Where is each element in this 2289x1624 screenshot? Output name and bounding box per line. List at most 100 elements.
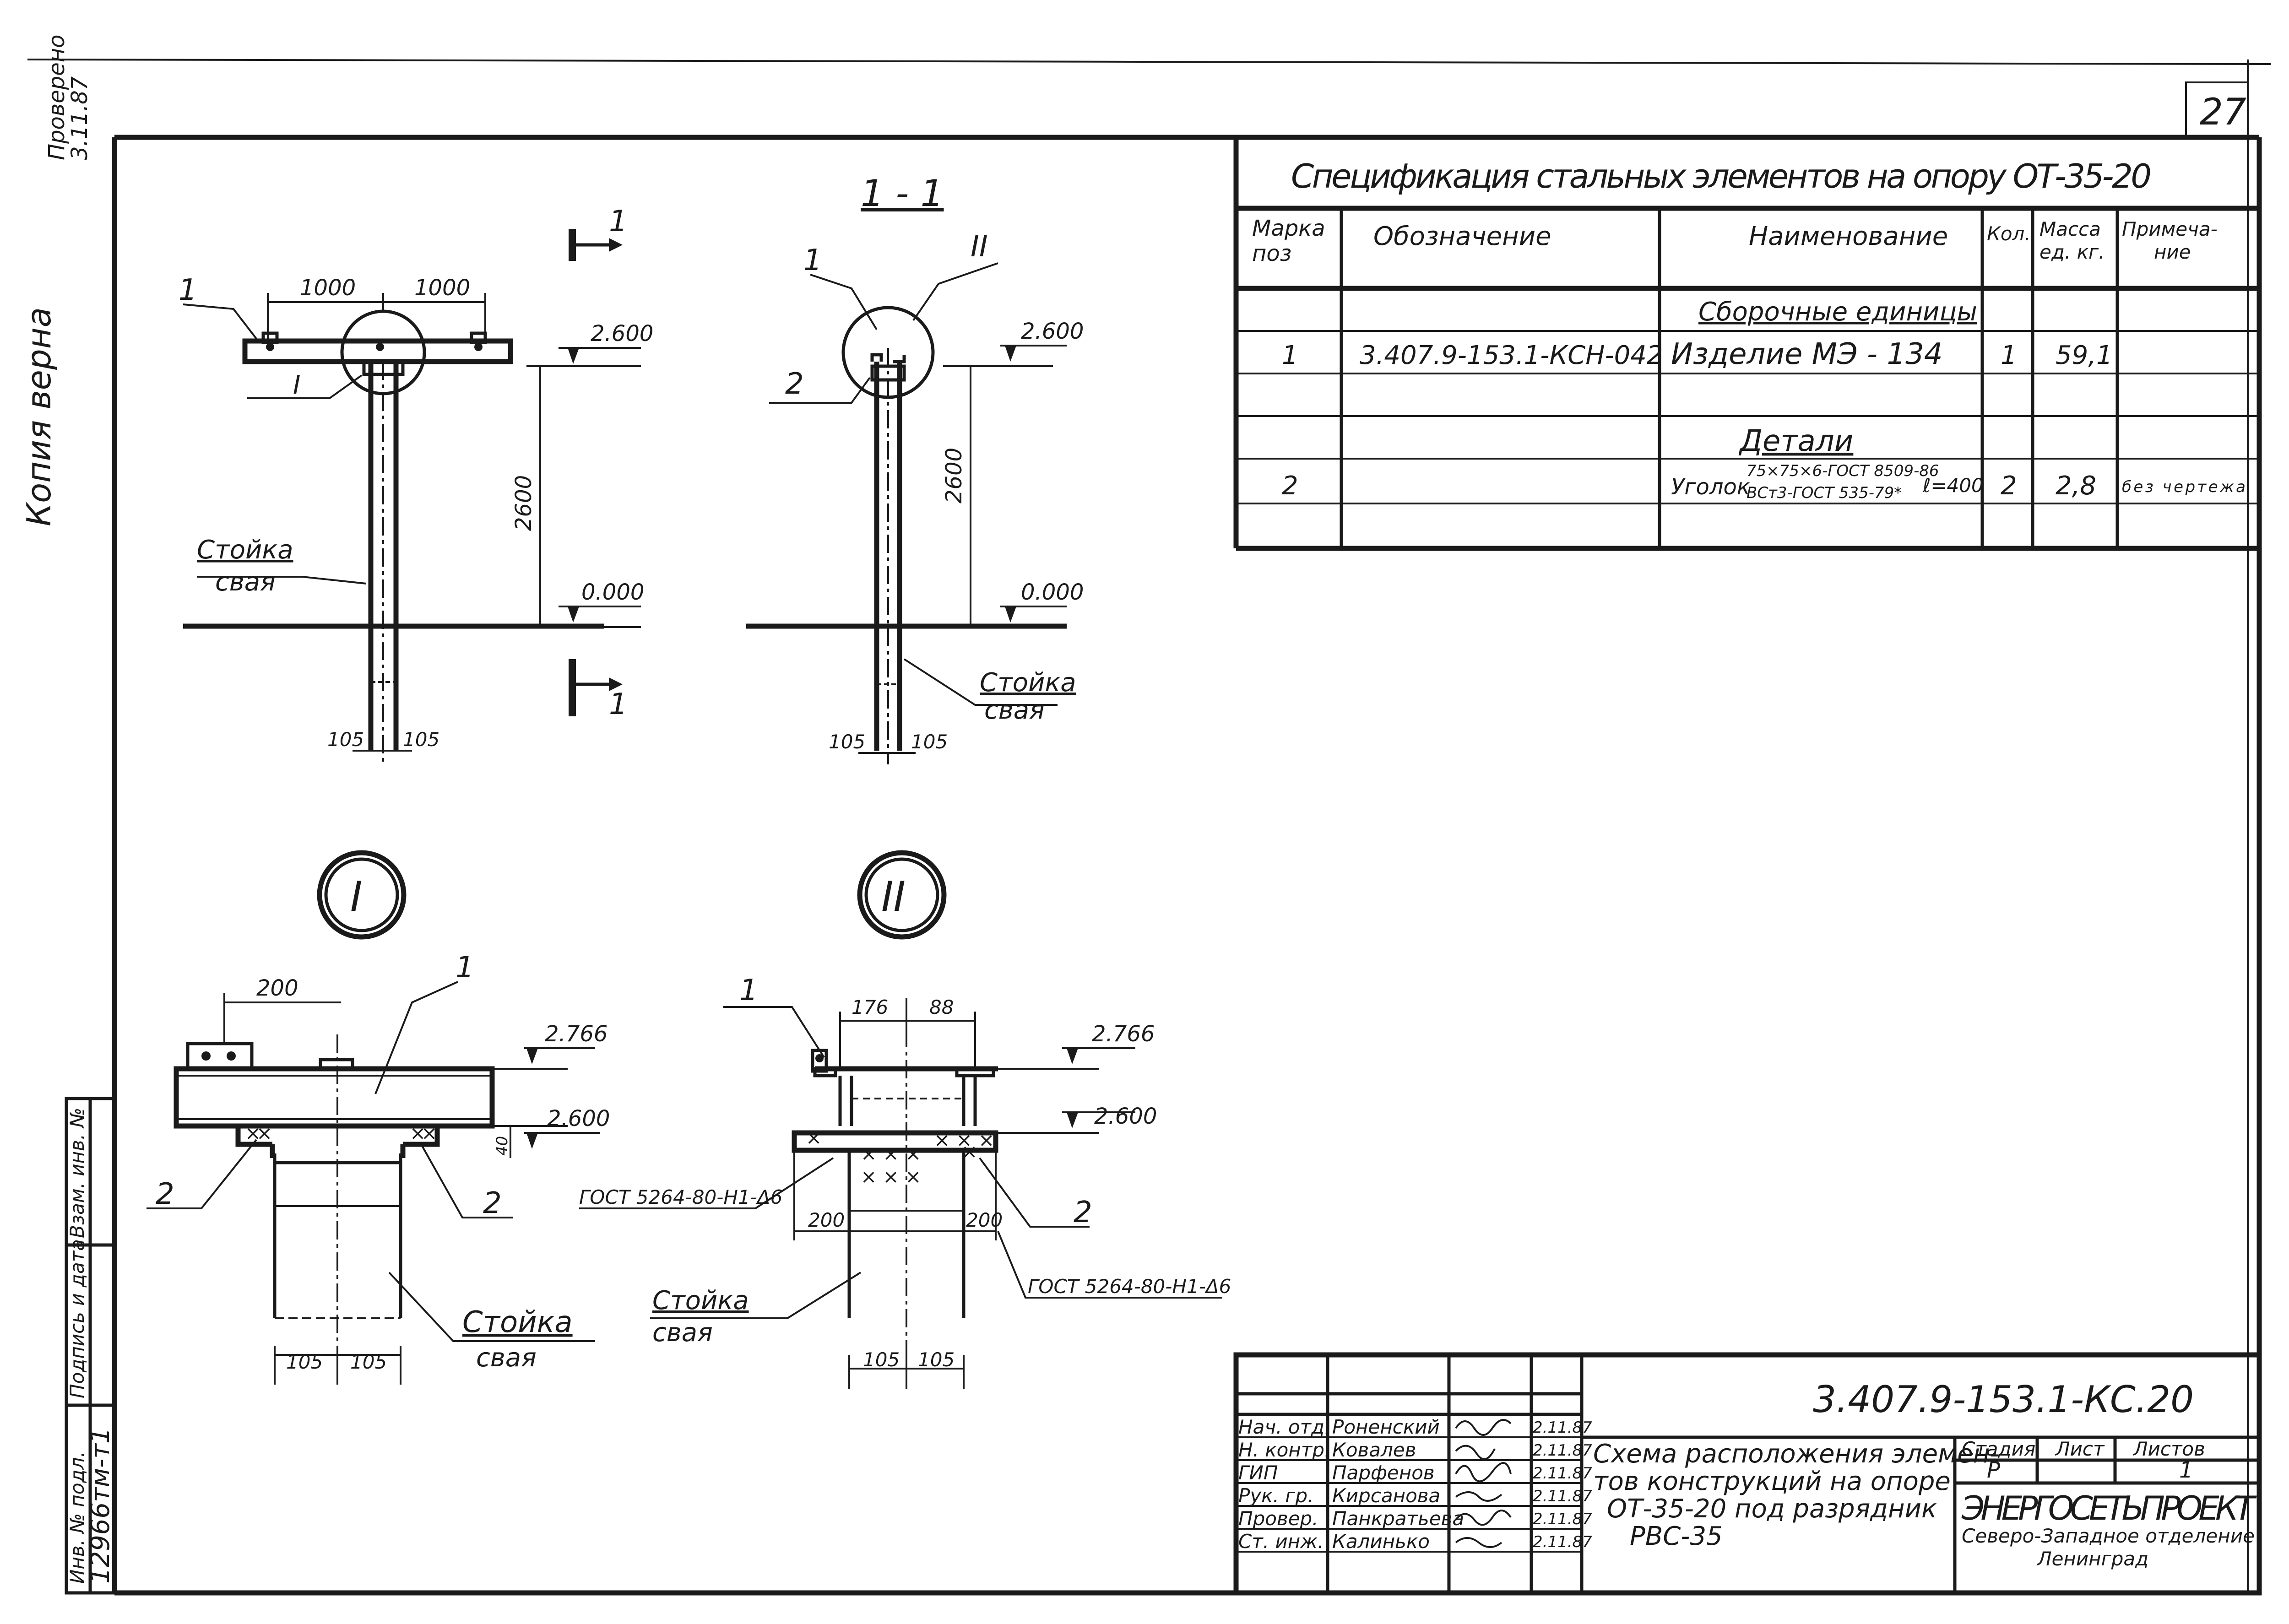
node-two-post-label-1: Стойка [652, 1286, 749, 1315]
signature-5 [1455, 1510, 1512, 1526]
margin-note: Копия верна Проверено 3.11.87 [20, 35, 92, 527]
node-two-view: II × × × × × × × × × × × 176 88 1 [579, 850, 1231, 1389]
weld-mark: × [410, 1122, 426, 1144]
node-weld-note-left: ГОСТ 5264-80-Н1-Δ6 [579, 1186, 782, 1208]
tb-date-6: 2.11.87 [1533, 1533, 1592, 1551]
node-one-width-right: 105 [350, 1351, 387, 1373]
hdr-mass-1: Масса [2039, 218, 2101, 240]
node-one-dim-40: 40 [493, 1136, 511, 1156]
row2-name: Уголок [1671, 474, 1750, 500]
tb-sheets-header: Листов [2132, 1438, 2205, 1460]
node-one-level-upper: 2.766 [545, 1021, 608, 1047]
tb-date-2: 2.11.87 [1533, 1441, 1592, 1460]
elev-post-label-2: свая [215, 567, 276, 597]
tb-sheet-header: Лист [2055, 1438, 2105, 1460]
sect-node-label: II [971, 230, 988, 264]
node-one-dim-200: 200 [256, 975, 298, 1001]
elev-level-top: 2.600 [591, 321, 653, 346]
tb-role-4: Рук. гр. [1238, 1484, 1313, 1507]
sect-width-right: 105 [911, 731, 948, 753]
node-one-level-lower: 2.600 [547, 1106, 610, 1131]
elev-section-mark-bottom: 1 [609, 687, 628, 721]
sheet-number: 27 [2200, 91, 2246, 133]
title-block: 3.407.9-153.1-КС.20 Нач. отд. Н. контр. … [1233, 1352, 2262, 1596]
node-two-pos1: 1 [739, 974, 758, 1007]
tb-name-5: Панкратьева [1332, 1507, 1464, 1530]
tb-stage-header: Стадия [1962, 1438, 2035, 1460]
node-two-dim-200-left: 200 [808, 1209, 845, 1231]
tb-role-6: Ст. инж. [1238, 1530, 1323, 1553]
tb-role-1: Нач. отд. [1238, 1416, 1330, 1438]
hdr-mass-2: ед. кг. [2039, 241, 2105, 263]
row2-name-sub2: ВСт3-ГОСТ 535-79* [1747, 484, 1902, 502]
tb-role-3: ГИП [1238, 1462, 1278, 1484]
elev-node-label: I [293, 370, 301, 400]
node-one-post-label-1: Стойка [462, 1305, 573, 1339]
strip-inv-number: 12966тм-т1 [86, 1428, 115, 1584]
sect-height: 2600 [941, 448, 967, 503]
margin-note-line-2: Проверено [44, 35, 70, 161]
node-one-pos2-right: 2 [483, 1186, 502, 1220]
tb-sheet-title-3: ОТ-35-20 под разрядник [1607, 1494, 1937, 1524]
node-one-circle-label: I [350, 873, 363, 921]
row2-mass: 2,8 [2056, 471, 2096, 501]
elev-dim-left: 1000 [300, 275, 356, 301]
row1-name: Изделие МЭ - 134 [1671, 337, 1943, 371]
tb-name-1: Роненский [1332, 1416, 1440, 1438]
elev-section-mark-top: 1 [609, 205, 628, 238]
sect-pos2: 2 [785, 367, 804, 401]
section-view: 1 - 1 1 II 2 2.600 0.000 2600 105 105 С [746, 172, 1084, 764]
hdr-designation: Обозначение [1373, 222, 1551, 251]
row2-name-len: ℓ=400 [1922, 474, 1984, 497]
elev-height: 2600 [511, 475, 537, 531]
tb-stage: Р [1987, 1457, 2000, 1483]
hdr-mark-2: поз [1252, 241, 1291, 266]
node-one-view: I × × × × 200 1 [146, 850, 610, 1385]
hdr-mark-1: Марка [1252, 216, 1325, 241]
strip-label-inv: Инв. № подл. [66, 1451, 88, 1584]
elev-dim-right: 1000 [414, 275, 470, 301]
node-two-post-label-2: свая [652, 1318, 713, 1348]
row1-mass: 59,1 [2056, 341, 2113, 370]
row1-designation: 3.407.9-153.1-КСН-042 [1360, 341, 1663, 370]
hdr-name: Наименование [1749, 222, 1948, 251]
tb-name-6: Калинько [1332, 1530, 1430, 1553]
tb-date-5: 2.11.87 [1533, 1510, 1592, 1528]
section-title: 1 - 1 [861, 172, 944, 215]
strip-label-signature: Подпись и дата [66, 1239, 88, 1398]
node-two-width-right: 105 [918, 1348, 955, 1371]
tb-doc-code: 3.407.9-153.1-КС.20 [1813, 1378, 2194, 1421]
tb-date-4: 2.11.87 [1533, 1487, 1592, 1505]
tb-org-city: Ленинград [2036, 1548, 2148, 1570]
row-details-title: Детали [1738, 424, 1853, 458]
signature-1 [1455, 1419, 1512, 1436]
tb-org-dept: Северо-Западное отделение [1962, 1525, 2255, 1547]
node-one-pos1: 1 [456, 951, 474, 985]
signature-6 [1455, 1537, 1502, 1548]
tb-org-name: ЭНЕРГОСЕТЬПРОЕКТ [1961, 1489, 2257, 1527]
tb-name-3: Парфенов [1332, 1462, 1435, 1484]
strip-label-replace: Взам. инв. № [66, 1108, 88, 1238]
sect-level-top: 2.600 [1021, 319, 1084, 344]
node-two-width-left: 105 [863, 1348, 900, 1371]
weld-mark: × × × [861, 1165, 921, 1188]
elev-post-label-1: Стойка [197, 535, 293, 565]
hdr-qty: Кол. [1987, 222, 2031, 245]
weld-mark: × [961, 1140, 977, 1163]
margin-note-line-3: 3.11.87 [67, 76, 92, 160]
elev-width-left: 105 [327, 728, 364, 751]
node-two-dim-200-right: 200 [966, 1209, 1003, 1231]
signature-3 [1455, 1462, 1512, 1483]
node-two-weld-note: ГОСТ 5264-80-Н1-Δ6 [1028, 1275, 1231, 1298]
elev-level-ground: 0.000 [581, 579, 644, 605]
spec-title: Спецификация стальных элементов на опору… [1291, 157, 2152, 195]
node-one-pos2-left: 2 [156, 1177, 174, 1211]
node-two-level-upper: 2.766 [1092, 1021, 1155, 1047]
node-one-width-left: 105 [286, 1351, 323, 1373]
row2-qty: 2 [2001, 471, 2017, 501]
elev-pos1: 1 [179, 273, 197, 307]
sect-post-label-1: Стойка [980, 668, 1076, 698]
spec-table: Спецификация стальных элементов на опору… [1233, 137, 2259, 551]
hdr-note-2: ние [2154, 241, 2191, 263]
